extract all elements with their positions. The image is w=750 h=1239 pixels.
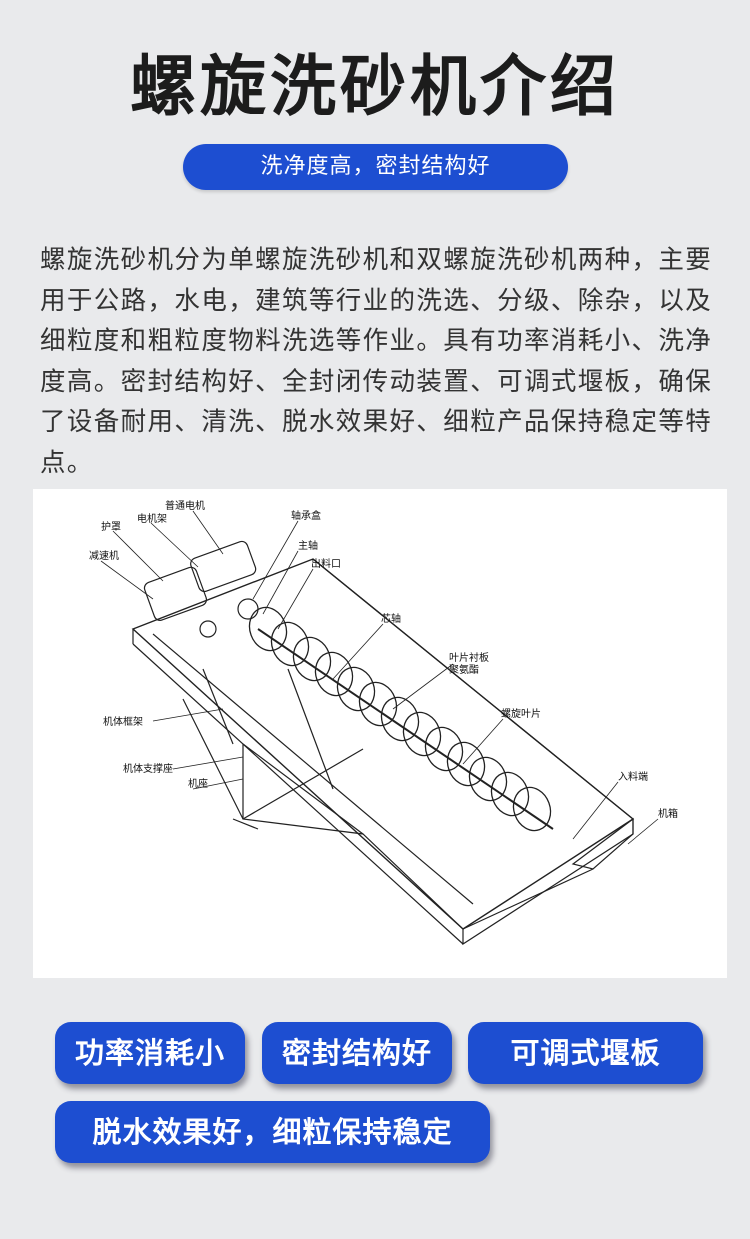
- feature-badge-dewatering: 脱水效果好，细粒保持稳定: [55, 1101, 490, 1163]
- label-body-support: 机体支撑座: [123, 762, 173, 775]
- label-core-shaft: 芯轴: [381, 612, 401, 625]
- label-body-frame: 机体框架: [103, 715, 143, 728]
- label-polyurethane: 聚氨酯: [449, 663, 479, 676]
- label-motor: 普通电机: [165, 499, 205, 512]
- label-motor-frame: 电机架: [137, 512, 167, 525]
- label-base: 机座: [188, 777, 208, 790]
- label-guard: 护罩: [101, 520, 121, 533]
- label-blade-liner: 叶片衬板: [449, 651, 489, 664]
- label-main-shaft: 主轴: [298, 539, 318, 552]
- feature-badge-low-power: 功率消耗小: [55, 1022, 245, 1084]
- label-reducer: 减速机: [89, 549, 119, 562]
- feature-badge-good-seal: 密封结构好: [262, 1022, 452, 1084]
- label-spiral-blade: 螺旋叶片: [501, 707, 541, 720]
- subtitle-badge: 洗净度高，密封结构好: [183, 144, 568, 190]
- machine-diagram: 普通电机 电机架 护罩 减速机 轴承盒 主轴 出料口 芯轴 叶片衬板 聚氨酯 螺…: [33, 489, 727, 978]
- label-tank: 机箱: [658, 807, 678, 820]
- label-bearing-box: 轴承盒: [291, 509, 321, 522]
- feature-badge-adjustable-weir: 可调式堰板: [468, 1022, 703, 1084]
- spiral-sand-washer-drawing: 普通电机 电机架 护罩 减速机 轴承盒 主轴 出料口 芯轴 叶片衬板 聚氨酯 螺…: [89, 499, 678, 946]
- page-title: 螺旋洗砂机介绍: [130, 48, 620, 125]
- intro-paragraph: 螺旋洗砂机分为单螺旋洗砂机和双螺旋洗砂机两种，主要用于公路，水电，建筑等行业的洗…: [40, 245, 712, 478]
- label-inlet: 入料端: [618, 770, 648, 783]
- label-outlet: 出料口: [311, 557, 341, 570]
